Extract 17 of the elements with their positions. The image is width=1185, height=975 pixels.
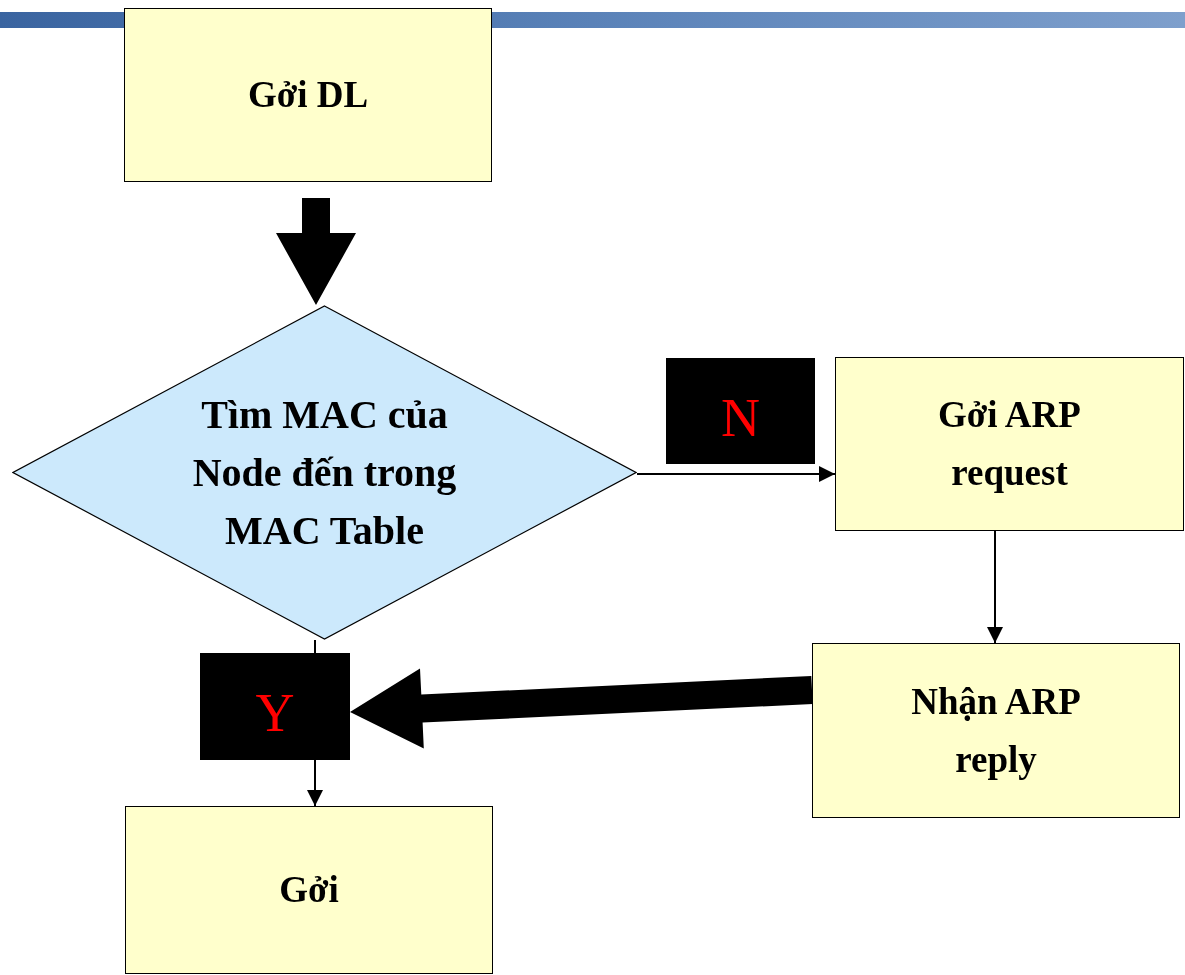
process-box bbox=[812, 643, 1180, 818]
arrow bbox=[307, 759, 323, 807]
process-box bbox=[124, 8, 492, 182]
label-tag: Y bbox=[200, 653, 350, 760]
process-box bbox=[125, 806, 493, 974]
node-text: Nhận ARP reply bbox=[910, 679, 1082, 782]
arrow bbox=[987, 530, 1003, 644]
node-text: Gởi bbox=[278, 868, 340, 912]
arrow bbox=[276, 198, 356, 305]
process-box bbox=[835, 357, 1184, 531]
label-tag: N bbox=[666, 358, 815, 464]
arrow bbox=[350, 668, 813, 749]
node-text: Gởi ARP request bbox=[937, 393, 1082, 495]
decision-diamond bbox=[12, 305, 637, 640]
arrow bbox=[636, 466, 836, 482]
node-text: Tìm MAC của Node đến trong MAC Table bbox=[191, 390, 458, 555]
node-text: Gởi DL bbox=[246, 73, 370, 117]
